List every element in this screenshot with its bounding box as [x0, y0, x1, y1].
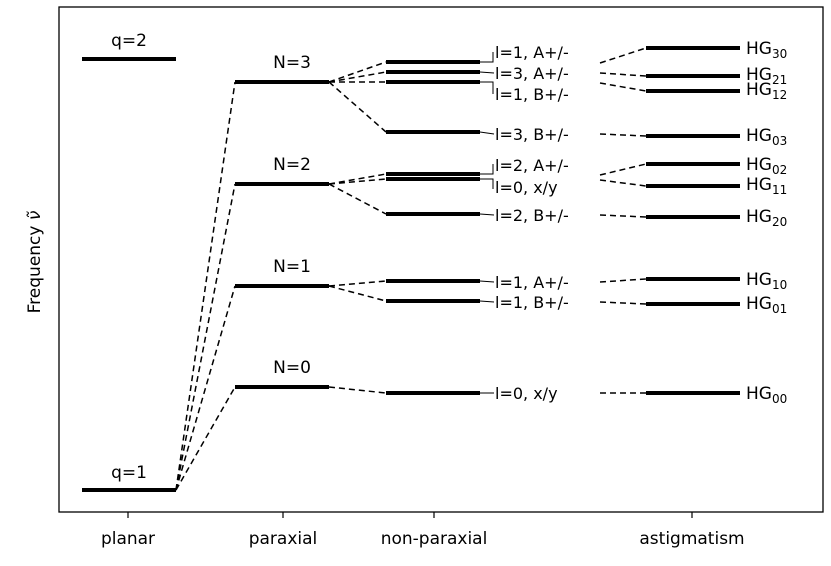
x-tick-label-paraxial: paraxial [249, 529, 318, 549]
label-hg11: HG11 [746, 175, 787, 197]
label-np-l1b-n3: l=1, B+/- [495, 85, 569, 104]
label-hg20: HG20 [746, 207, 787, 229]
label-hg30: HG30 [746, 39, 787, 61]
leader-l1b-n1 [479, 300, 495, 303]
label-np-l2a: l=2, A+/- [495, 156, 569, 175]
leader-l1a-n1 [479, 280, 495, 283]
x-tick-label-planar: planar [101, 529, 155, 549]
connector-n1-l1a [328, 280, 387, 287]
leader-l3b [479, 131, 495, 135]
connector-n3-l3b [328, 81, 387, 133]
connector-l0-hg11 [599, 179, 647, 187]
connector-n0-l0 [328, 386, 387, 394]
label-n0: N=0 [273, 358, 311, 378]
label-q1: q=1 [111, 463, 147, 483]
connector-q1-n1 [175, 285, 236, 491]
connector-n2-l2b [328, 183, 387, 215]
label-np-l1a-n3: l=1, A+/- [495, 43, 569, 62]
connector-n3-l1a [328, 61, 387, 83]
label-hg03: HG03 [746, 126, 787, 148]
connector-l3b-hg03 [599, 133, 647, 137]
label-q2: q=2 [111, 31, 147, 51]
leader-l2b [479, 213, 495, 216]
label-hg21: HG21 [746, 65, 787, 87]
label-np-l0-n0: l=0, x/y [495, 384, 558, 403]
leader-l0-n2 [480, 178, 494, 189]
connector-n2-l0 [328, 178, 387, 185]
label-hg00: HG00 [746, 384, 787, 406]
connector-l3a-hg21 [599, 72, 647, 77]
connector-n1-l1b [328, 285, 387, 302]
leader-l1b-n3 [480, 81, 494, 94]
leader-l2a [480, 164, 494, 175]
label-np-l1b-n1: l=1, B+/- [495, 293, 569, 312]
x-tick-label-non-paraxial: non-paraxial [381, 529, 488, 549]
leader-l1a-n3 [480, 52, 494, 63]
connector-l1b-hg12 [599, 82, 647, 92]
connector-l1a-hg30 [599, 47, 647, 64]
label-n3: N=3 [273, 53, 311, 73]
connector-l2a-hg02 [599, 163, 647, 176]
connector-q1-n3 [175, 81, 236, 491]
y-axis-label: Frequency ν̃ [25, 210, 45, 313]
connector-n2-l2a [328, 173, 387, 185]
x-tick-label-astigmatism: astigmatism [639, 529, 744, 549]
connector-l1b-hg01 [599, 301, 647, 305]
label-hg02: HG02 [746, 155, 787, 177]
label-n2: N=2 [273, 155, 311, 175]
leader-l3a [479, 71, 495, 74]
plot-frame [58, 6, 824, 513]
label-np-l3b: l=3, B+/- [495, 125, 569, 144]
connector-l2b-hg20 [599, 214, 647, 218]
label-np-l3a: l=3, A+/- [495, 64, 569, 83]
connector-q1-n0 [175, 386, 236, 491]
y-axis-symbol: ν̃ [25, 210, 45, 220]
label-n1: N=1 [273, 257, 311, 277]
label-hg01: HG01 [746, 294, 787, 316]
label-np-l2b: l=2, B+/- [495, 206, 569, 225]
connector-l1a-hg10 [599, 278, 647, 283]
label-np-l0-n2: l=0, x/y [495, 178, 558, 197]
label-np-l1a-n1: l=1, A+/- [495, 273, 569, 292]
label-hg12: HG12 [746, 80, 787, 102]
connector-q1-n2 [175, 183, 236, 491]
connector-n3-l3a [328, 71, 387, 83]
label-hg10: HG10 [746, 270, 787, 292]
